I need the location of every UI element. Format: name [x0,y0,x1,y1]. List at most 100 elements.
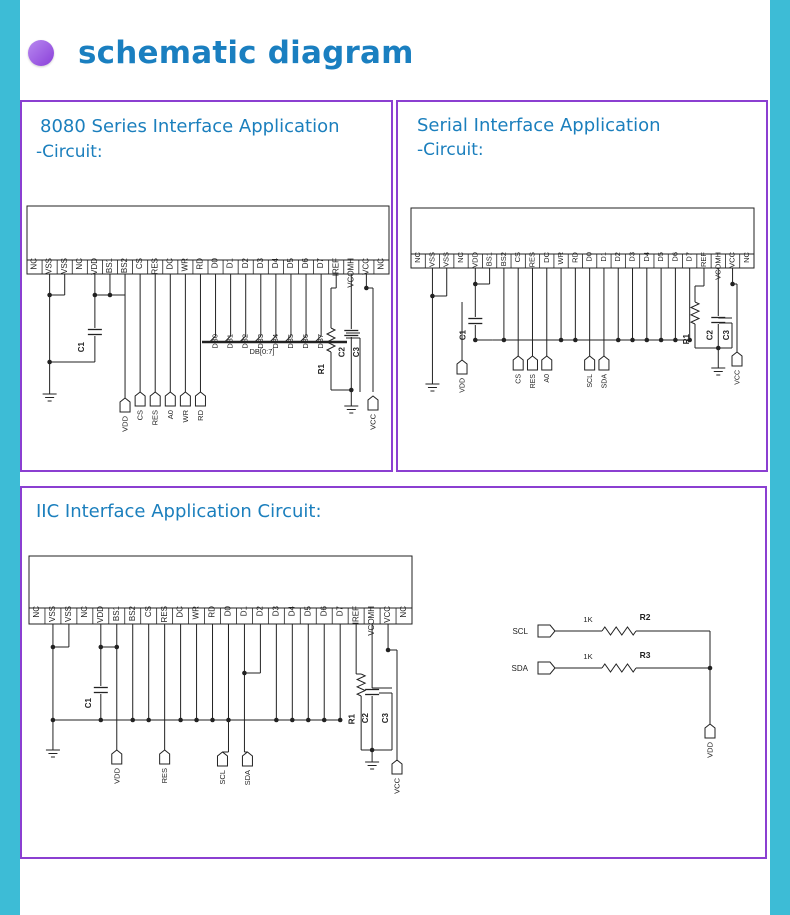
p8080-pin-name-2: VSS [45,258,54,274]
serial-pin-name-22: VCOMH [713,252,722,280]
iic-pin-name-8: CS [144,606,153,617]
p8080-pin-name-3: VSS [60,258,69,274]
iic-pin-name-15: D2 [256,605,265,616]
serial-pin-name-19: D6 [670,252,679,262]
p8080-pin-name-18: D5 [286,257,295,268]
junction-dot [364,285,369,291]
serial-pin-name-14: D1 [599,252,608,262]
serial-sig-5-symbol [584,355,596,371]
p8080-sig-2-label: RES [151,410,160,425]
iic-r1-label: R1 [347,713,356,724]
junction-dot [687,337,692,343]
junction-dot [658,337,664,343]
p8080-bus-label: DB[0:7] [249,347,274,356]
p8080-sig-3-label: A0 [166,410,175,419]
c3-label: C3 [352,346,361,357]
iic-pin-name-6: BS1 [112,605,121,621]
p8080-sig-5-label: RD [196,409,205,420]
junction-dot [50,717,56,723]
iic-c2-label: C2 [361,712,370,723]
serial-vdd-label: VDD [459,378,466,393]
p8080-pin-name-21: IREF [331,258,340,276]
junction-dot [274,717,279,723]
serial-pin-name-11: WR [556,251,565,264]
iic-sda-symbol [241,751,253,767]
panel-8080-subtitle: -Circuit: [36,142,103,162]
iic-vdd-symbol [111,749,123,765]
p8080-vdd-label: VDD [121,415,130,431]
p8080-pin-name-1: NC [30,258,39,270]
panel-8080-circuit: 8080 Series Interface Application -Circu… [20,100,393,472]
iic-pullup-vdd-symbol [704,723,716,739]
junction-dot [558,337,564,343]
iic-pin-name-11: WR [192,606,201,620]
iic-pin-name-17: D4 [287,605,296,616]
r1-label: R1 [317,363,326,374]
p8080-pin-name-5: VDD [90,258,99,275]
iic-pullup-vdd-label: VDD [705,741,714,757]
serial-pin-name-12: RD [570,251,579,262]
junction-dot [305,717,311,723]
iic-pin-name-1: NC [32,606,41,618]
p8080-pin-name-7: BS2 [120,257,129,273]
p8080-pin-name-23: VCC [361,258,370,275]
p8080-pin-name-8: CS [135,258,144,269]
iic-r1-resistor [355,673,367,697]
iic-scl-port-symbol [537,624,556,638]
junction-dot [630,337,635,343]
junction-dot [707,665,713,671]
iic-pin-name-19: D6 [319,605,328,616]
junction-dot [146,717,151,723]
p8080-sig-1-label: CS [136,410,145,420]
serial-pin-name-4: NC [456,251,465,262]
serial-sig-1-label: CS [516,374,523,384]
iic-pin-name-18: D5 [303,605,312,616]
serial-c2-label: C2 [705,329,714,340]
page-header: schematic diagram [28,30,414,76]
c2-label: C2 [337,346,346,357]
p8080-pin-name-10: DC [165,258,174,270]
serial-pin-name-13: D0 [585,252,594,262]
iic-vcc-label: VCC [392,777,401,793]
iic-pin-name-4: NC [80,606,89,618]
serial-pin-name-15: D2 [613,252,622,262]
serial-pin-name-16: D3 [628,252,637,262]
serial-vcc-symbol [731,351,743,367]
p8080-sig-4-symbol [179,391,191,407]
panel-iic-title: IIC Interface Application Circuit: [36,501,322,522]
serial-sig-3-symbol [541,355,553,371]
junction-dot [107,292,113,298]
iic-pin-name-12: RD [208,606,217,618]
p8080-pin-name-20: D7 [316,257,325,268]
serial-sig-6-symbol [598,355,610,371]
r2-value: 1K [583,615,592,624]
serial-pin-name-1: NC [413,251,422,262]
p8080-vcc-symbol [367,395,379,411]
serial-sig-2-label: RES [530,374,537,389]
iic-c1-label: C1 [84,697,93,708]
junction-dot [130,717,136,723]
junction-dot [573,337,578,343]
serial-pin-name-18: D5 [656,252,665,262]
r2-label: R2 [640,612,651,622]
p8080-pin-name-19: D6 [301,257,310,268]
r2-resistor [601,626,637,636]
serial-pin-name-7: BS2 [499,252,508,266]
p8080-pin-name-16: D3 [256,257,265,268]
junction-dot [290,717,295,723]
serial-r1-label: R1 [682,333,691,344]
iic-pin-name-20: D7 [335,605,344,616]
iic-pin-name-3: VSS [64,606,73,622]
junction-dot [47,359,52,365]
serial-pin-name-8: CS [513,252,522,262]
p8080-pin-name-17: D4 [271,257,280,268]
p8080-pin-name-15: D2 [241,257,250,268]
iic-sda-port-label: SDA [512,664,529,673]
serial-pin-name-9: RES [527,252,536,267]
iic-sda-label: SDA [243,770,252,785]
page-title: schematic diagram [78,35,414,71]
iic-pin-name-9: RES [160,606,169,622]
junction-dot [730,281,735,287]
